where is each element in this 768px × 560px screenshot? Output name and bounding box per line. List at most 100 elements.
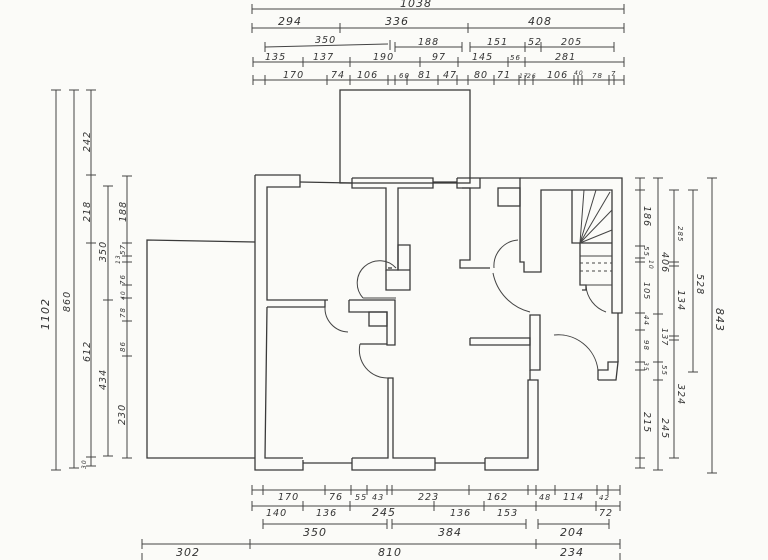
wall xyxy=(484,379,539,471)
wall xyxy=(351,177,434,271)
shaft xyxy=(497,187,521,207)
dim-label: 98 xyxy=(642,340,650,351)
dim-label: 74 xyxy=(331,70,345,81)
dim-label: 245 xyxy=(372,506,396,519)
wall xyxy=(254,175,304,471)
dim-label: 186 xyxy=(641,206,652,227)
dim-label: 151 xyxy=(487,37,508,48)
dim-label: 136 xyxy=(316,508,337,519)
north-annex xyxy=(339,89,471,184)
dim-label: 55 xyxy=(642,246,650,257)
dim-label: 97 xyxy=(432,52,446,63)
dim-label: 72 xyxy=(599,508,613,519)
dim-label: 42 xyxy=(599,494,610,502)
dim-label: 230 xyxy=(117,404,128,425)
dim-label: 408 xyxy=(528,15,552,28)
dim-label: 218 xyxy=(82,201,93,222)
wall xyxy=(529,314,541,371)
dim-label: 406 xyxy=(659,252,670,273)
wall xyxy=(597,361,619,381)
dim-label: 44 xyxy=(642,315,650,326)
dim-label: 71 xyxy=(497,70,511,81)
dim-label: 350 xyxy=(303,526,327,539)
dim-label: 245 xyxy=(659,418,670,439)
dim-overall-width: 1038 xyxy=(400,0,432,10)
door-swing xyxy=(356,260,397,299)
dim-label: 205 xyxy=(561,37,582,48)
wall xyxy=(456,178,490,269)
dim-label: 26 xyxy=(527,73,537,80)
dim-label: 136 xyxy=(450,508,471,519)
dim-label: 55 xyxy=(355,493,367,502)
dim-label: 188 xyxy=(418,37,439,48)
left-dimensions: 1102 860 242 218 612 30 350 434 188 57 1… xyxy=(39,89,132,471)
dim-label: 223 xyxy=(418,492,439,503)
dim-label: 242 xyxy=(82,131,93,152)
wall xyxy=(519,177,623,314)
dim-label: 170 xyxy=(278,492,299,503)
door-swing xyxy=(553,334,599,371)
dim-label: 7 xyxy=(611,70,616,78)
dim-label: 204 xyxy=(560,526,584,539)
dim-label: 134 xyxy=(675,290,686,311)
dim-label: 17 xyxy=(519,73,529,80)
door-swing xyxy=(585,285,607,313)
dim-label: 281 xyxy=(555,52,576,63)
closet xyxy=(385,244,411,291)
dim-label: 137 xyxy=(313,52,334,63)
dim-label: 56 xyxy=(510,54,521,62)
dim-label: 105 xyxy=(642,282,651,300)
dim-label: 78 xyxy=(592,72,603,80)
dim-label: 190 xyxy=(373,52,394,63)
dim-label: 137 xyxy=(660,328,669,346)
wall xyxy=(267,300,326,308)
dim-label: 810 xyxy=(378,546,402,559)
window xyxy=(299,181,353,184)
dim-label: 55 xyxy=(660,365,668,376)
door-swing xyxy=(492,272,531,313)
wall xyxy=(469,337,531,346)
dim-label: 350 xyxy=(98,241,109,262)
dim-label: 35 xyxy=(642,362,649,372)
closet xyxy=(348,299,396,346)
top-dimensions: 1038 294 336 408 350 188 151 52 205 135 … xyxy=(251,0,625,85)
dim-label: 843 xyxy=(713,308,726,332)
dim-label: 285 xyxy=(676,226,684,242)
dim-label: 528 xyxy=(694,274,705,295)
dim-label: 336 xyxy=(385,15,409,28)
west-annex xyxy=(146,239,256,459)
dim-label: 10 xyxy=(647,260,654,270)
dim-label: 612 xyxy=(82,341,93,362)
dim-label: 106 xyxy=(547,70,568,81)
dim-label: 434 xyxy=(98,369,109,390)
closet-box xyxy=(368,311,388,327)
dim-label: 294 xyxy=(278,15,302,28)
wall xyxy=(264,306,303,459)
dim-label: 40 xyxy=(574,70,584,77)
dim-label: 76 xyxy=(119,274,127,285)
dim-label: 81 xyxy=(418,70,432,81)
dim-label: 13 xyxy=(115,254,122,264)
dim-label: 80 xyxy=(474,70,488,81)
door-swing xyxy=(493,239,519,269)
floor-plan xyxy=(146,89,623,471)
dim-label: 140 xyxy=(266,508,287,519)
dim-label: 86 xyxy=(119,341,127,352)
dim-label: 40 xyxy=(120,290,127,300)
dim-label: 162 xyxy=(487,492,508,503)
dim-label: 76 xyxy=(329,492,343,503)
dim-label: 78 xyxy=(119,307,127,318)
dim-label: 47 xyxy=(443,70,457,81)
dim-label: 215 xyxy=(641,412,652,433)
dim-label: 234 xyxy=(560,546,584,559)
wall xyxy=(351,377,436,471)
dim-label: 302 xyxy=(176,546,200,559)
staircase xyxy=(571,189,613,291)
dim-label: 48 xyxy=(539,493,551,502)
bottom-dimensions: 170 76 55 43 223 162 48 114 42 140 136 2… xyxy=(141,485,621,560)
dim-label: 188 xyxy=(118,201,129,222)
wall xyxy=(462,178,481,189)
dim-label: 384 xyxy=(438,526,462,539)
dim-label: 60 xyxy=(399,72,410,80)
